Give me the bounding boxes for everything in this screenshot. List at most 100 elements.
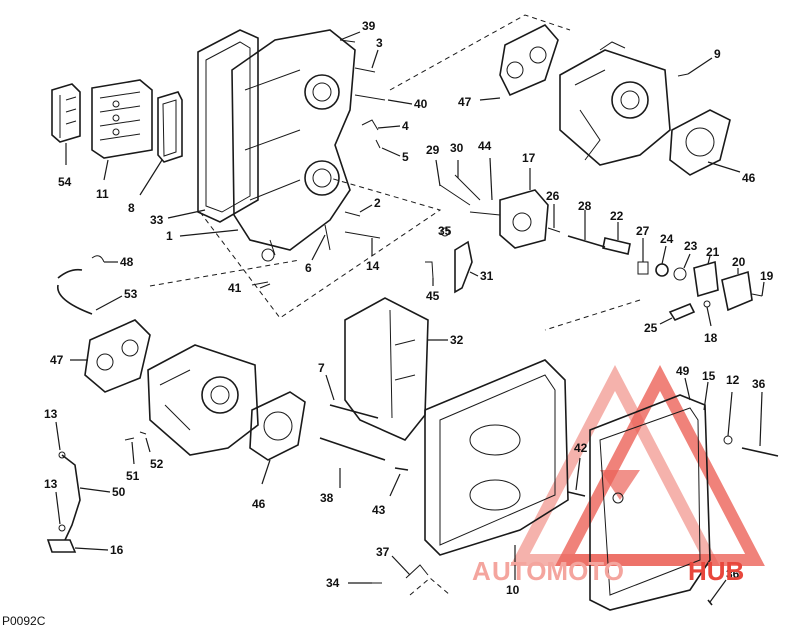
label-46-left: 46 — [252, 497, 266, 511]
label-13-bottom: 13 — [44, 477, 58, 491]
leader-15 — [703, 381, 709, 411]
label-9: 9 — [714, 47, 721, 61]
part-hose-53 — [57, 255, 105, 315]
part-reed-plate-11 — [91, 79, 153, 159]
label-34: 34 — [326, 576, 340, 590]
part-bolts-lower — [319, 404, 779, 606]
leader-3 — [371, 49, 379, 69]
leader-50 — [79, 487, 111, 493]
part-small-hardware — [124, 39, 689, 584]
leader-1 — [179, 229, 239, 237]
leader-5 — [381, 147, 401, 157]
label-4: 4 — [402, 119, 409, 133]
label-2: 2 — [374, 196, 381, 210]
leader-41 — [259, 283, 271, 289]
label-40: 40 — [414, 97, 428, 111]
label-22: 22 — [610, 209, 624, 223]
leader-33 — [167, 209, 206, 219]
label-23: 23 — [684, 239, 698, 253]
drawing-code: P0092C — [2, 614, 46, 628]
label-43: 43 — [372, 503, 386, 517]
part-choke-rod-50 — [46, 451, 81, 553]
label-46-top: 46 — [742, 171, 756, 185]
label-45: 45 — [426, 289, 440, 303]
leader-52 — [145, 437, 151, 453]
label-20: 20 — [732, 255, 746, 269]
leader-16 — [74, 547, 109, 551]
leader-40 — [387, 99, 413, 105]
leader-29 — [435, 159, 441, 187]
leader-18 — [706, 306, 712, 327]
leader-36-top — [759, 391, 763, 447]
label-50: 50 — [112, 485, 126, 499]
leader-53 — [95, 295, 123, 311]
label-38: 38 — [320, 491, 334, 505]
dashed-group-lines — [149, 14, 641, 596]
part-carburetor-left — [147, 344, 259, 456]
label-5: 5 — [402, 150, 409, 164]
leader-12 — [727, 391, 733, 437]
part-silencer-32 — [344, 297, 429, 441]
part-intake-manifold-1 — [231, 29, 356, 262]
part-carburetor-top — [559, 41, 671, 166]
label-36-top: 36 — [752, 377, 766, 391]
label-12: 12 — [726, 373, 740, 387]
leader-46-left — [261, 459, 271, 485]
label-27: 27 — [636, 224, 650, 238]
leader-6 — [311, 234, 326, 261]
leader-43 — [389, 473, 401, 497]
label-6: 6 — [305, 261, 312, 275]
label-33: 33 — [150, 213, 164, 227]
watermark-text-a: A — [472, 556, 491, 586]
label-39: 39 — [362, 19, 376, 33]
callouts: 39 3 40 4 5 2 14 6 1 33 8 11 54 41 48 53… — [44, 19, 774, 603]
label-14: 14 — [366, 259, 380, 273]
leader-31 — [469, 271, 479, 277]
label-10: 10 — [506, 583, 520, 597]
leader-23 — [683, 253, 691, 269]
label-17: 17 — [522, 151, 536, 165]
label-28: 28 — [578, 199, 592, 213]
leader-13-top — [55, 421, 61, 451]
leader-36-bottom — [709, 579, 727, 603]
leader-21 — [707, 255, 711, 265]
watermark-triangle-inner — [600, 470, 640, 500]
label-3: 3 — [376, 36, 383, 50]
leader-13-bottom — [55, 491, 61, 525]
part-reed-block-54 — [51, 83, 81, 143]
leader-9 — [687, 57, 713, 75]
label-30: 30 — [450, 141, 464, 155]
leader-37 — [391, 555, 411, 576]
label-11: 11 — [96, 187, 109, 201]
watermark-text-brand-right: HUB — [688, 556, 744, 586]
label-26: 26 — [546, 189, 560, 203]
label-54: 54 — [58, 175, 72, 189]
watermark-text-brand-left: UTOMOTO — [492, 556, 624, 586]
leader-47-top — [479, 97, 501, 101]
part-gasket-46-top — [669, 109, 731, 176]
leader-11 — [103, 159, 109, 181]
leader-19 — [761, 281, 765, 297]
part-carb-gasket-47-top — [499, 24, 559, 97]
label-16: 16 — [110, 543, 124, 557]
leader-49 — [684, 377, 691, 401]
label-7: 7 — [318, 361, 325, 375]
label-48: 48 — [120, 255, 134, 269]
part-bracket-31 — [425, 227, 473, 294]
leader-39 — [339, 31, 361, 41]
label-35: 35 — [438, 224, 452, 238]
leader-8 — [139, 159, 163, 196]
label-53: 53 — [124, 287, 138, 301]
label-51: 51 — [126, 469, 140, 483]
leader-7 — [325, 374, 335, 401]
label-41: 41 — [228, 281, 242, 295]
label-24: 24 — [660, 232, 674, 246]
part-cover-10 — [424, 359, 569, 556]
leader-42 — [575, 457, 581, 491]
label-47-top: 47 — [458, 95, 472, 109]
part-cover-plate-15 — [589, 394, 711, 611]
label-13-top: 13 — [44, 407, 58, 421]
label-1: 1 — [166, 229, 173, 243]
watermark-wordmark: A UTOMOTO HUB — [472, 556, 744, 586]
